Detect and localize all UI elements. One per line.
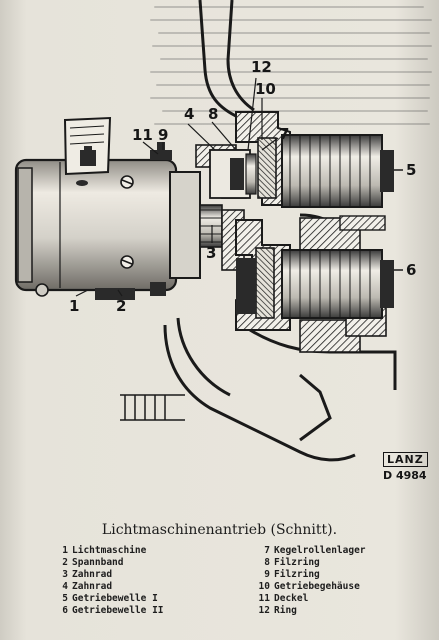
background-shaft [120,394,185,421]
callout-9: 9 [158,126,169,144]
terminal-box [63,116,112,186]
callout-8: 8 [208,105,219,123]
lanz-drawing-stamp: LANZ D 4984 [383,452,428,482]
leader-lines [75,77,279,297]
bleed-through-text [150,0,439,140]
gearbox-shaft-2 [236,249,403,319]
alternator-body [14,158,201,300]
figure-caption: Lichtmaschinenantrieb (Schnitt). [101,522,338,538]
callout-10: 10 [255,80,276,98]
callout-3: 3 [206,244,217,262]
gearbox-shaft-1 [281,134,403,208]
stamp-drawing-number: D 4984 [383,469,427,482]
alternator-drive-section-drawing [14,0,403,462]
callout-4: 4 [184,105,195,123]
callout-12: 12 [251,58,272,76]
callout-5: 5 [406,161,417,179]
callout-11: 11 [132,126,153,144]
upper-hub [209,149,257,199]
callout-6: 6 [406,261,417,279]
stamp-brand: LANZ [383,452,428,467]
callout-7: 7 [279,125,290,143]
callout-2: 2 [116,297,127,315]
callout-1: 1 [69,297,80,315]
